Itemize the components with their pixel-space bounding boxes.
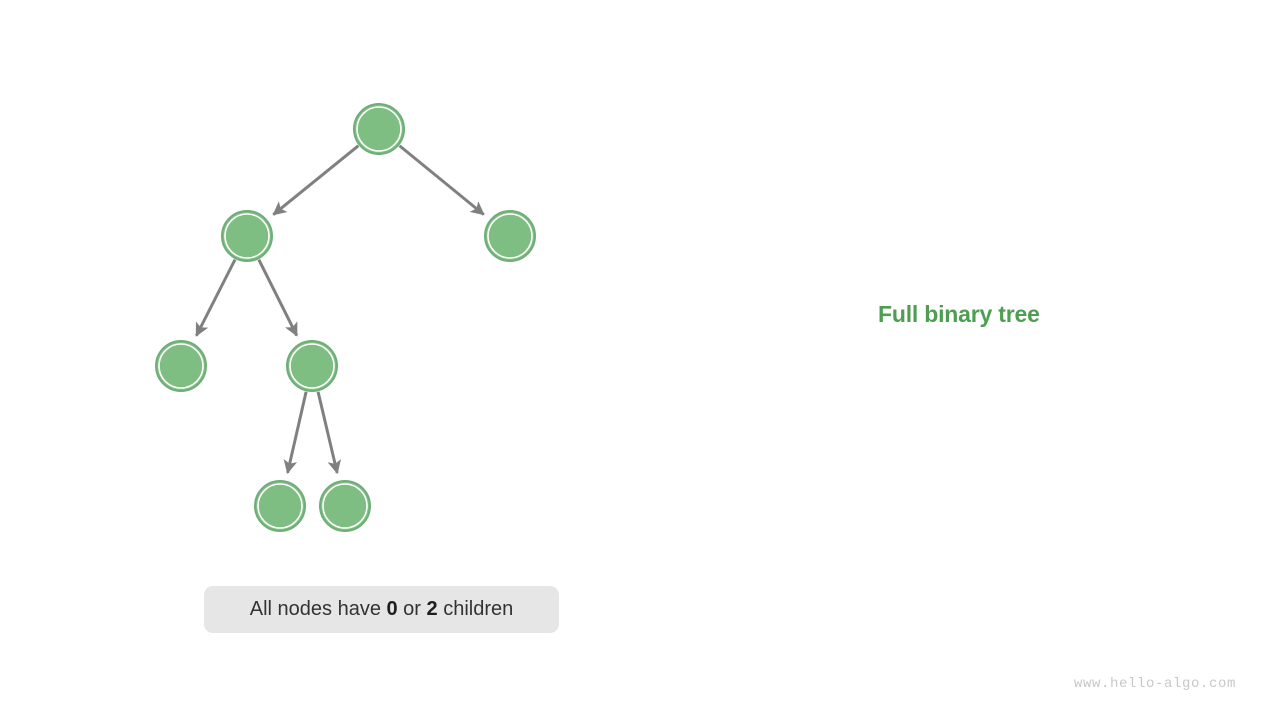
- node-inner-ring: [257, 483, 303, 529]
- tree-node-n7[interactable]: [319, 480, 371, 532]
- tree-node-n2[interactable]: [221, 210, 273, 262]
- tree-edge-n1-n3: [398, 144, 485, 216]
- node-inner-ring: [322, 483, 368, 529]
- caption-badge: All nodes have 0 or 2 children: [204, 586, 559, 633]
- watermark: www.hello-algo.com: [1074, 676, 1237, 692]
- caption-segment-2: or: [397, 598, 427, 620]
- tree-node-n5[interactable]: [286, 340, 338, 392]
- node-inner-ring: [356, 106, 402, 152]
- tree-edge-n5-n6: [283, 391, 308, 475]
- node-inner-ring: [158, 343, 204, 389]
- tree-node-n3[interactable]: [484, 210, 536, 262]
- caption-segment-0: All nodes have: [249, 598, 387, 620]
- tree-node-n4[interactable]: [155, 340, 207, 392]
- caption-text: All nodes have 0 or 2 children: [250, 598, 514, 621]
- caption-segment-1: 0: [386, 598, 398, 620]
- node-inner-ring: [289, 343, 335, 389]
- caption-segment-4: children: [437, 598, 514, 620]
- tree-edges: [195, 144, 485, 475]
- tree-edge-n2-n5: [257, 259, 299, 337]
- tree-node-n6[interactable]: [254, 480, 306, 532]
- page-title: Full binary tree: [878, 301, 1040, 327]
- tree-node-n1[interactable]: [353, 103, 405, 155]
- node-inner-ring: [487, 213, 533, 259]
- tree-edge-n2-n4: [195, 258, 237, 337]
- node-inner-ring: [224, 213, 270, 259]
- caption-segment-3: 2: [426, 598, 438, 620]
- tree-edge-n5-n7: [316, 391, 342, 475]
- tree-edge-n1-n2: [272, 144, 360, 216]
- tree-nodes: [155, 103, 536, 532]
